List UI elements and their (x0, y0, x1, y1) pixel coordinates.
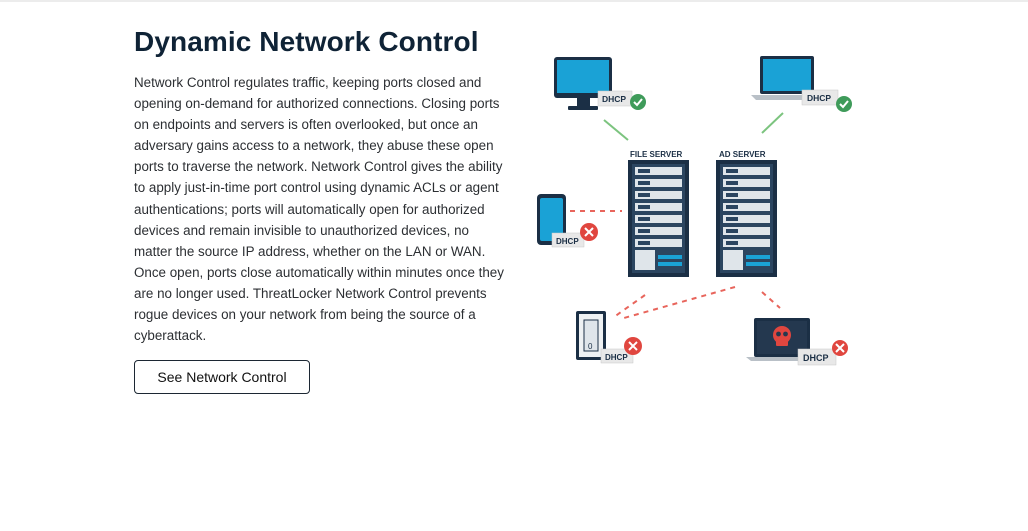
section-title: Dynamic Network Control (134, 26, 479, 57)
cross-icon (832, 340, 848, 356)
see-network-control-button[interactable]: See Network Control (134, 360, 310, 395)
laptop-dhcp-label: DHCP (807, 93, 831, 103)
laptop-dhcp-tag (801, 89, 839, 106)
switch-link (613, 294, 646, 318)
desktop-icon (554, 57, 612, 110)
section-description: Network Control regulates traffic, keepi… (134, 75, 504, 344)
file-server-icon (628, 160, 689, 277)
compromised-laptop-dhcp-label: DHCP (803, 353, 829, 363)
check-icon (630, 94, 646, 110)
switch-dhcp-tag (600, 348, 634, 364)
ad-server-icon (716, 160, 777, 277)
cross-icon (624, 337, 642, 355)
cross-icon (580, 223, 598, 241)
compromised-laptop-link (761, 291, 781, 309)
laptop-link (761, 112, 784, 134)
file-server-label: FILE SERVER (630, 150, 683, 159)
skull-icon (773, 326, 791, 346)
check-icon (836, 96, 852, 112)
laptop-icon (751, 56, 823, 100)
switch-ad-link (623, 286, 736, 319)
network-control-section: Dynamic Network Control Network Control … (134, 26, 506, 395)
light-switch-icon (576, 311, 606, 360)
switch-position-label: 0 (588, 342, 593, 351)
desktop-dhcp-label: DHCP (602, 94, 626, 104)
phone-icon (537, 194, 566, 245)
phone-dhcp-label: DHCP (556, 237, 579, 246)
ad-server-label: AD SERVER (719, 150, 766, 159)
top-divider (0, 0, 1028, 2)
desktop-link (603, 119, 629, 141)
switch-dhcp-label: DHCP (605, 353, 628, 362)
network-control-diagram: DHCP DHCP FILE SERVER AD SERVER (537, 56, 852, 366)
compromised-laptop-dhcp-tag (797, 348, 837, 366)
phone-dhcp-tag (551, 232, 585, 248)
